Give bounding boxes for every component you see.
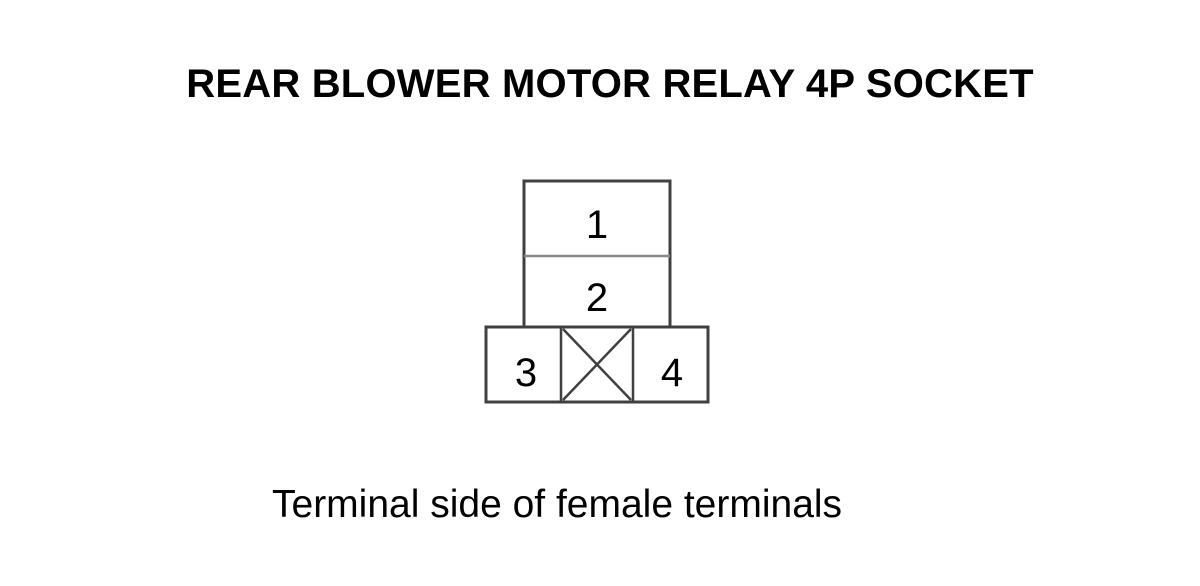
- terminal-1-label: 1: [586, 203, 608, 247]
- terminal-2-label: 2: [586, 276, 608, 320]
- terminal-4-label: 4: [661, 351, 683, 395]
- diagram-title: REAR BLOWER MOTOR RELAY 4P SOCKET: [186, 62, 1034, 106]
- terminal-3-label: 3: [515, 351, 537, 395]
- diagram-caption: Terminal side of female terminals: [272, 483, 843, 526]
- x-mark-icon: [562, 328, 632, 401]
